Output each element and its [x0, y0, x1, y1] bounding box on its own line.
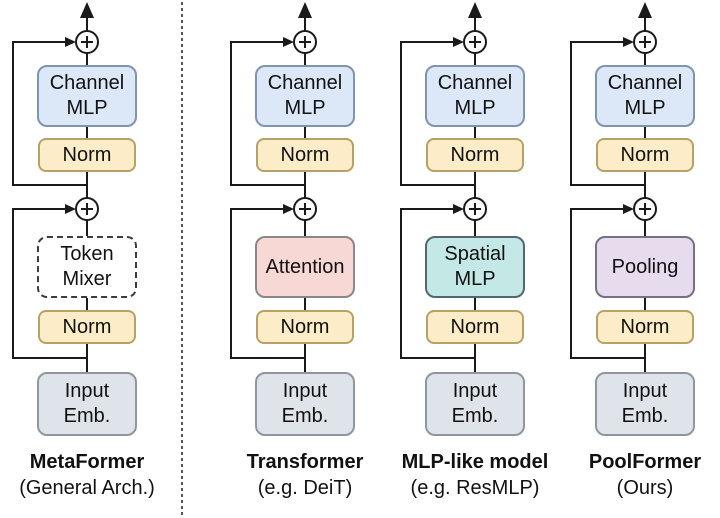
skip-arrowhead-bottom-icon	[65, 204, 76, 214]
skip-connection-top	[12, 41, 87, 186]
skip-arrowhead-bottom-icon	[623, 204, 634, 214]
skip-arrowhead-top-icon	[283, 37, 294, 47]
norm-top-block: Norm	[596, 138, 694, 172]
norm-bottom-block: Norm	[426, 310, 524, 344]
input-embedding-block: Input Emb.	[255, 372, 355, 436]
skip-connection-top	[400, 41, 475, 186]
channel-mlp-block: Channel MLP	[425, 65, 525, 127]
input-embedding-block: Input Emb.	[595, 372, 695, 436]
output-arrow-icon	[298, 2, 312, 18]
skip-connection-bottom	[12, 208, 87, 359]
skip-arrowhead-top-icon	[453, 37, 464, 47]
column-poolformer: Channel MLP Norm Pooling Norm Input Emb.…	[560, 0, 720, 518]
skip-connection-bottom	[230, 208, 305, 359]
column-metaformer: Channel MLP Norm Token Mixer Norm Input …	[2, 0, 172, 518]
output-arrow-icon	[468, 2, 482, 18]
skip-arrowhead-top-icon	[623, 37, 634, 47]
column-title: Transformer	[246, 451, 364, 473]
residual-add-top-icon	[463, 30, 487, 54]
skip-arrowhead-top-icon	[65, 37, 76, 47]
input-embedding-block: Input Emb.	[425, 372, 525, 436]
channel-mlp-block: Channel MLP	[37, 65, 137, 127]
skip-connection-top	[230, 41, 305, 186]
column-subtitle: (e.g. DeiT)	[257, 477, 353, 499]
skip-connection-bottom	[400, 208, 475, 359]
section-divider	[181, 2, 183, 515]
spatial-mlp-block: Spatial MLP	[425, 236, 525, 298]
column-title: PoolFormer	[588, 451, 702, 473]
column-title: MetaFormer	[29, 451, 145, 473]
column-mlp-like: Channel MLP Norm Spatial MLP Norm Input …	[390, 0, 560, 518]
norm-top-block: Norm	[426, 138, 524, 172]
norm-bottom-block: Norm	[256, 310, 354, 344]
attention-block: Attention	[255, 236, 355, 298]
input-embedding-block: Input Emb.	[37, 372, 137, 436]
norm-bottom-block: Norm	[596, 310, 694, 344]
channel-mlp-block: Channel MLP	[255, 65, 355, 127]
skip-arrowhead-bottom-icon	[283, 204, 294, 214]
output-arrow-icon	[638, 2, 652, 18]
skip-connection-bottom	[570, 208, 645, 359]
skip-arrowhead-bottom-icon	[453, 204, 464, 214]
residual-add-top-icon	[633, 30, 657, 54]
skip-connection-top	[570, 41, 645, 186]
residual-add-top-icon	[293, 30, 317, 54]
column-transformer: Channel MLP Norm Attention Norm Input Em…	[220, 0, 390, 518]
norm-top-block: Norm	[256, 138, 354, 172]
column-title: MLP-like model	[401, 451, 549, 473]
pooling-block: Pooling	[595, 236, 695, 298]
column-subtitle: (e.g. ResMLP)	[410, 477, 540, 499]
channel-mlp-block: Channel MLP	[595, 65, 695, 127]
output-arrow-icon	[80, 2, 94, 18]
flow-wires	[12, 2, 99, 436]
column-subtitle: (General Arch.)	[19, 477, 155, 499]
residual-add-bottom-icon	[463, 197, 487, 221]
residual-add-bottom-icon	[293, 197, 317, 221]
residual-add-top-icon	[75, 30, 99, 54]
token-mixer-block: Token Mixer	[37, 236, 137, 298]
norm-bottom-block: Norm	[38, 310, 136, 344]
residual-add-bottom-icon	[633, 197, 657, 221]
norm-top-block: Norm	[38, 138, 136, 172]
residual-add-bottom-icon	[75, 197, 99, 221]
column-subtitle: (Ours)	[616, 477, 674, 499]
